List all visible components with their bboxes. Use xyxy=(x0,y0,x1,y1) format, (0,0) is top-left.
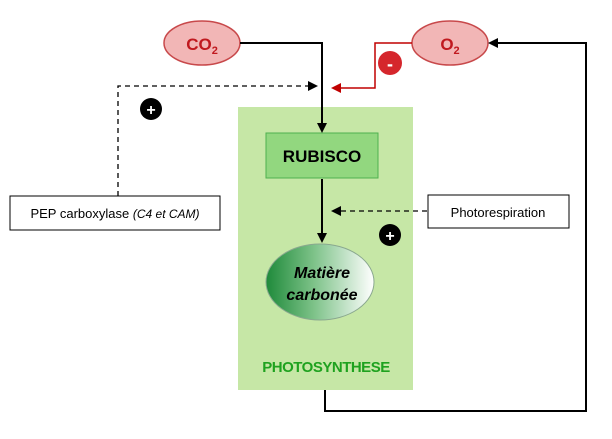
pep-activation-arrow xyxy=(117,81,318,196)
photorespiration-label: Photorespiration xyxy=(451,205,546,220)
pep-italic-text: (C4 et CAM) xyxy=(133,207,200,221)
o2-label: O2 xyxy=(440,35,459,57)
co2-sub: 2 xyxy=(212,45,218,57)
photorespiration-box xyxy=(427,194,570,229)
o2-inhibition-arrow xyxy=(331,42,412,93)
minus-badge xyxy=(378,51,402,75)
co2-label: CO2 xyxy=(186,35,218,57)
pep-carboxylase-label: PEP carboxylase (C4 et CAM) xyxy=(30,206,199,221)
photosynthesis-to-o2-arrow xyxy=(324,38,587,412)
pep-carboxylase-box xyxy=(9,195,221,231)
plus-sign-left: + xyxy=(146,102,155,119)
co2-to-rubisco-arrow xyxy=(240,42,327,133)
plus-badge-right xyxy=(379,224,401,246)
rubisco-label: RUBISCO xyxy=(283,147,361,166)
o2-main: O xyxy=(440,35,453,54)
co2-main: CO xyxy=(186,35,212,54)
pep-main-text: PEP carboxylase xyxy=(30,206,132,221)
matiere-label-line1: Matière xyxy=(294,265,350,282)
plus-sign-right: + xyxy=(385,228,394,245)
rubisco-box xyxy=(265,132,379,179)
photosynthese-label: PHOTOSYNTHESE xyxy=(262,359,390,376)
minus-sign: - xyxy=(387,54,393,74)
matiere-carbonee-node xyxy=(265,243,375,321)
o2-sub: 2 xyxy=(454,45,460,57)
plus-badge-left xyxy=(140,98,162,120)
matiere-label-line2: carbonée xyxy=(286,287,357,304)
